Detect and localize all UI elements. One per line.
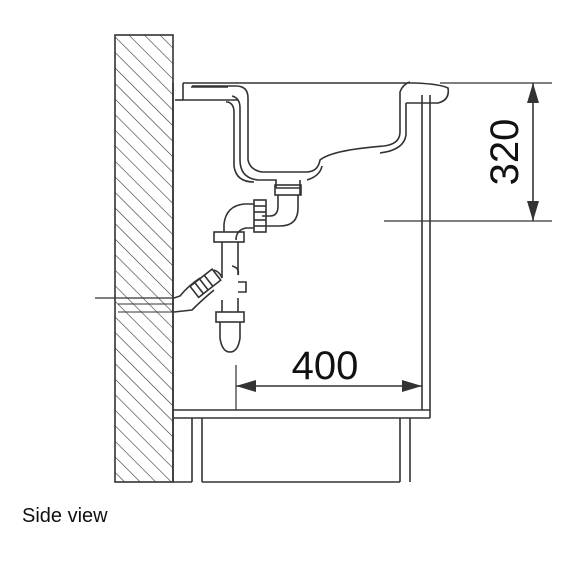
sink-bowl bbox=[192, 81, 411, 195]
wall bbox=[114, 34, 174, 483]
cabinet bbox=[172, 83, 431, 483]
caption: Side view bbox=[22, 505, 108, 527]
depth-dimension-label: 400 bbox=[292, 344, 359, 388]
dimension-height: 320 bbox=[384, 82, 552, 222]
siphon bbox=[95, 184, 302, 353]
sink-side-view-drawing: 320 400 bbox=[95, 34, 552, 483]
height-dimension-label: 320 bbox=[483, 119, 527, 186]
dimension-depth: 400 bbox=[235, 344, 422, 410]
countertop bbox=[175, 82, 450, 104]
